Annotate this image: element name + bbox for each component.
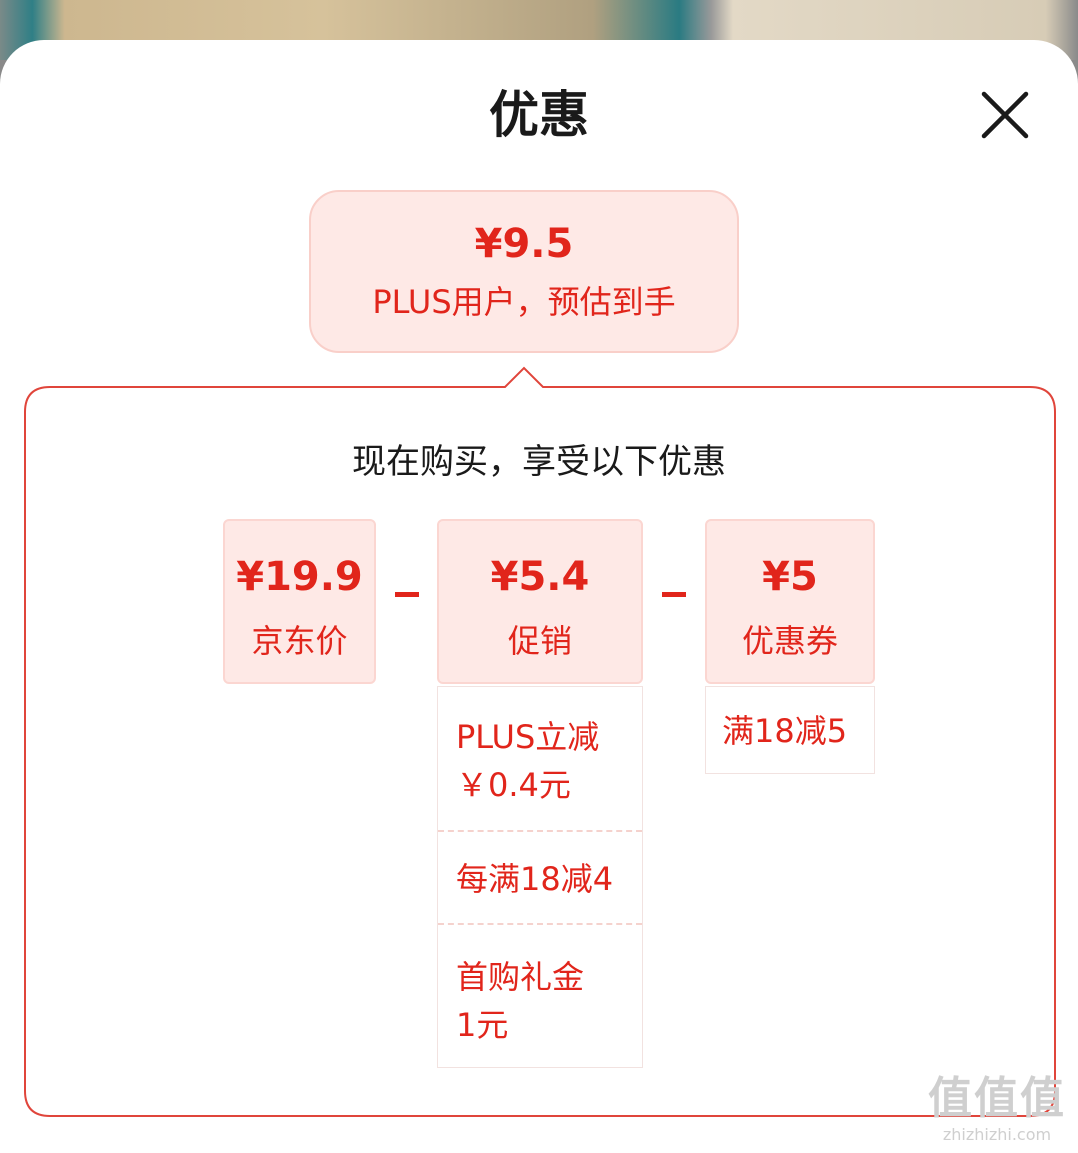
promotion-value: ¥5.4 [490,554,590,600]
watermark-logo: 值值值 [928,1073,1066,1124]
watermark: 值值值 zhizhizhi.com [928,1073,1066,1145]
promotion-item-line: PLUS立减 [456,718,600,756]
coupon-item: 满18减5 [722,712,848,750]
promotion-box: ¥5.4 促销 [437,519,643,684]
jd-price-value: ¥19.9 [236,554,363,600]
breakdown-heading: 现在购买，享受以下优惠 [352,442,726,482]
jd-price-box: ¥19.9 京东价 [223,519,376,684]
coupon-detail-list: 满18减5 [705,686,875,774]
divider [438,830,642,832]
watermark-site: zhizhizhi.com [942,1125,1052,1144]
promotion-label: 促销 [507,622,572,660]
coupon-value: ¥5 [762,554,818,600]
estimated-price-label: PLUS用户，预估到手 [372,283,676,321]
coupon-box: ¥5 优惠券 [705,519,875,684]
estimated-price-bubble: ¥9.5 PLUS用户，预估到手 [309,190,739,353]
promotion-item-first-purchase: 首购礼金 1元 [456,953,584,1049]
promotion-item-line: 首购礼金 [456,958,585,996]
minus-sign [662,592,686,597]
promotion-item-line: 1元 [456,1006,509,1044]
minus-sign [395,592,419,597]
close-icon [981,91,1029,139]
promotion-item-plus-discount: PLUS立减 ￥0.4元 [456,713,599,809]
sheet-title: 优惠 [489,86,589,144]
promotion-item-line: ￥0.4元 [456,766,571,804]
promotion-item-line: 每满18减4 [456,860,614,898]
close-button[interactable] [978,88,1032,142]
promotion-item-full-reduction: 每满18减4 [456,855,613,903]
coupon-label: 优惠券 [741,622,838,660]
jd-price-label: 京东价 [251,622,348,660]
divider [438,923,642,925]
estimated-price: ¥9.5 [474,221,574,267]
promotion-detail-list: PLUS立减 ￥0.4元 每满18减4 首购礼金 1元 [437,686,643,1068]
